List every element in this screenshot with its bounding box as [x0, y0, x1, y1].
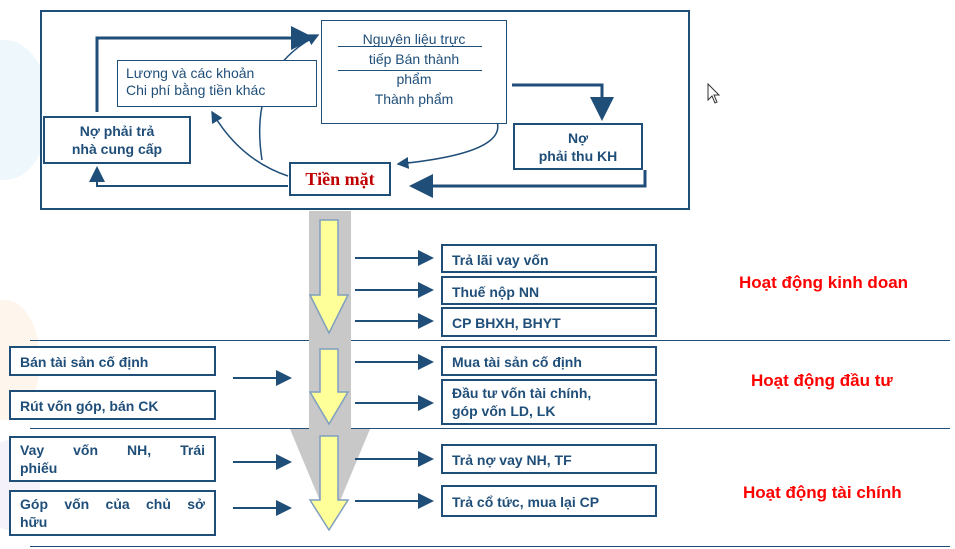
payables-line: Nợ phải trả: [79, 123, 155, 139]
payables-box: Nợ phải trả nhà cung cấp: [43, 116, 191, 164]
receivables-line: Nợ: [567, 130, 589, 146]
materials-line: phẩm: [396, 71, 432, 87]
wages-line: Chi phí bằng tiền khác: [126, 82, 266, 98]
materials-line: tiếp Bán thành: [368, 51, 460, 67]
operating-activity-label: Hoạt động kinh doan: [739, 273, 909, 292]
investing-outflow-box: Mua tài sản cố định: [441, 346, 657, 376]
section-divider: [30, 428, 950, 429]
cursor-icon: [707, 82, 721, 104]
receivables-line: phải thu KH: [538, 148, 618, 164]
wages-line: Lương và các khoản: [126, 65, 255, 81]
financing-inflow-box: Góp vốn của chủ sở hữu: [9, 490, 216, 536]
investing-inflow-box: Rút vốn góp, bán CK: [9, 390, 216, 420]
investing-outflow-line: Đầu tư vốn tài chính,: [452, 385, 592, 401]
operating-outflow-box: Trả lãi vay vốn: [441, 244, 657, 273]
investing-activity-label: Hoạt động đầu tư: [751, 371, 893, 390]
investing-inflow-box: Bán tài sản cố định: [9, 346, 216, 376]
wages-box: Lương và các khoản Chi phí bằng tiền khá…: [117, 60, 317, 107]
section-divider: [30, 340, 950, 341]
operating-outflow-box: Thuế nộp NN: [441, 276, 657, 305]
materials-line: Nguyên liệu trực: [362, 31, 466, 47]
section-divider: [30, 546, 950, 547]
financing-inflow-line: Vay vốn NH, Trái: [20, 442, 205, 458]
financing-inflow-line: Góp vốn của chủ sở: [20, 496, 205, 512]
materials-underline: [338, 70, 482, 71]
cash-box: Tiền mặt: [289, 162, 391, 196]
financing-outflow-box: Trả nợ vay NH, TF: [441, 444, 657, 474]
investing-outflow-box: Đầu tư vốn tài chính, góp vốn LD, LK: [441, 379, 657, 425]
financing-inflow-line: phiếu: [20, 460, 58, 476]
financing-inflow-line: hữu: [20, 514, 48, 530]
materials-line: Thành phẩm: [374, 91, 454, 107]
materials-underline: [338, 46, 482, 47]
payables-line: nhà cung cấp: [71, 141, 163, 157]
operating-outflow-box: CP BHXH, BHYT: [441, 307, 657, 337]
financing-inflow-box: Vay vốn NH, Trái phiếu: [9, 436, 216, 482]
financing-outflow-box: Trả cổ tức, mua lại CP: [441, 485, 657, 517]
materials-box: Nguyên liệu trực tiếp Bán thành phẩm Thà…: [321, 20, 507, 124]
receivables-box: Nợ phải thu KH: [513, 123, 643, 170]
investing-outflow-line: góp vốn LD, LK: [452, 403, 556, 419]
financing-activity-label: Hoạt động tài chính: [743, 483, 902, 502]
